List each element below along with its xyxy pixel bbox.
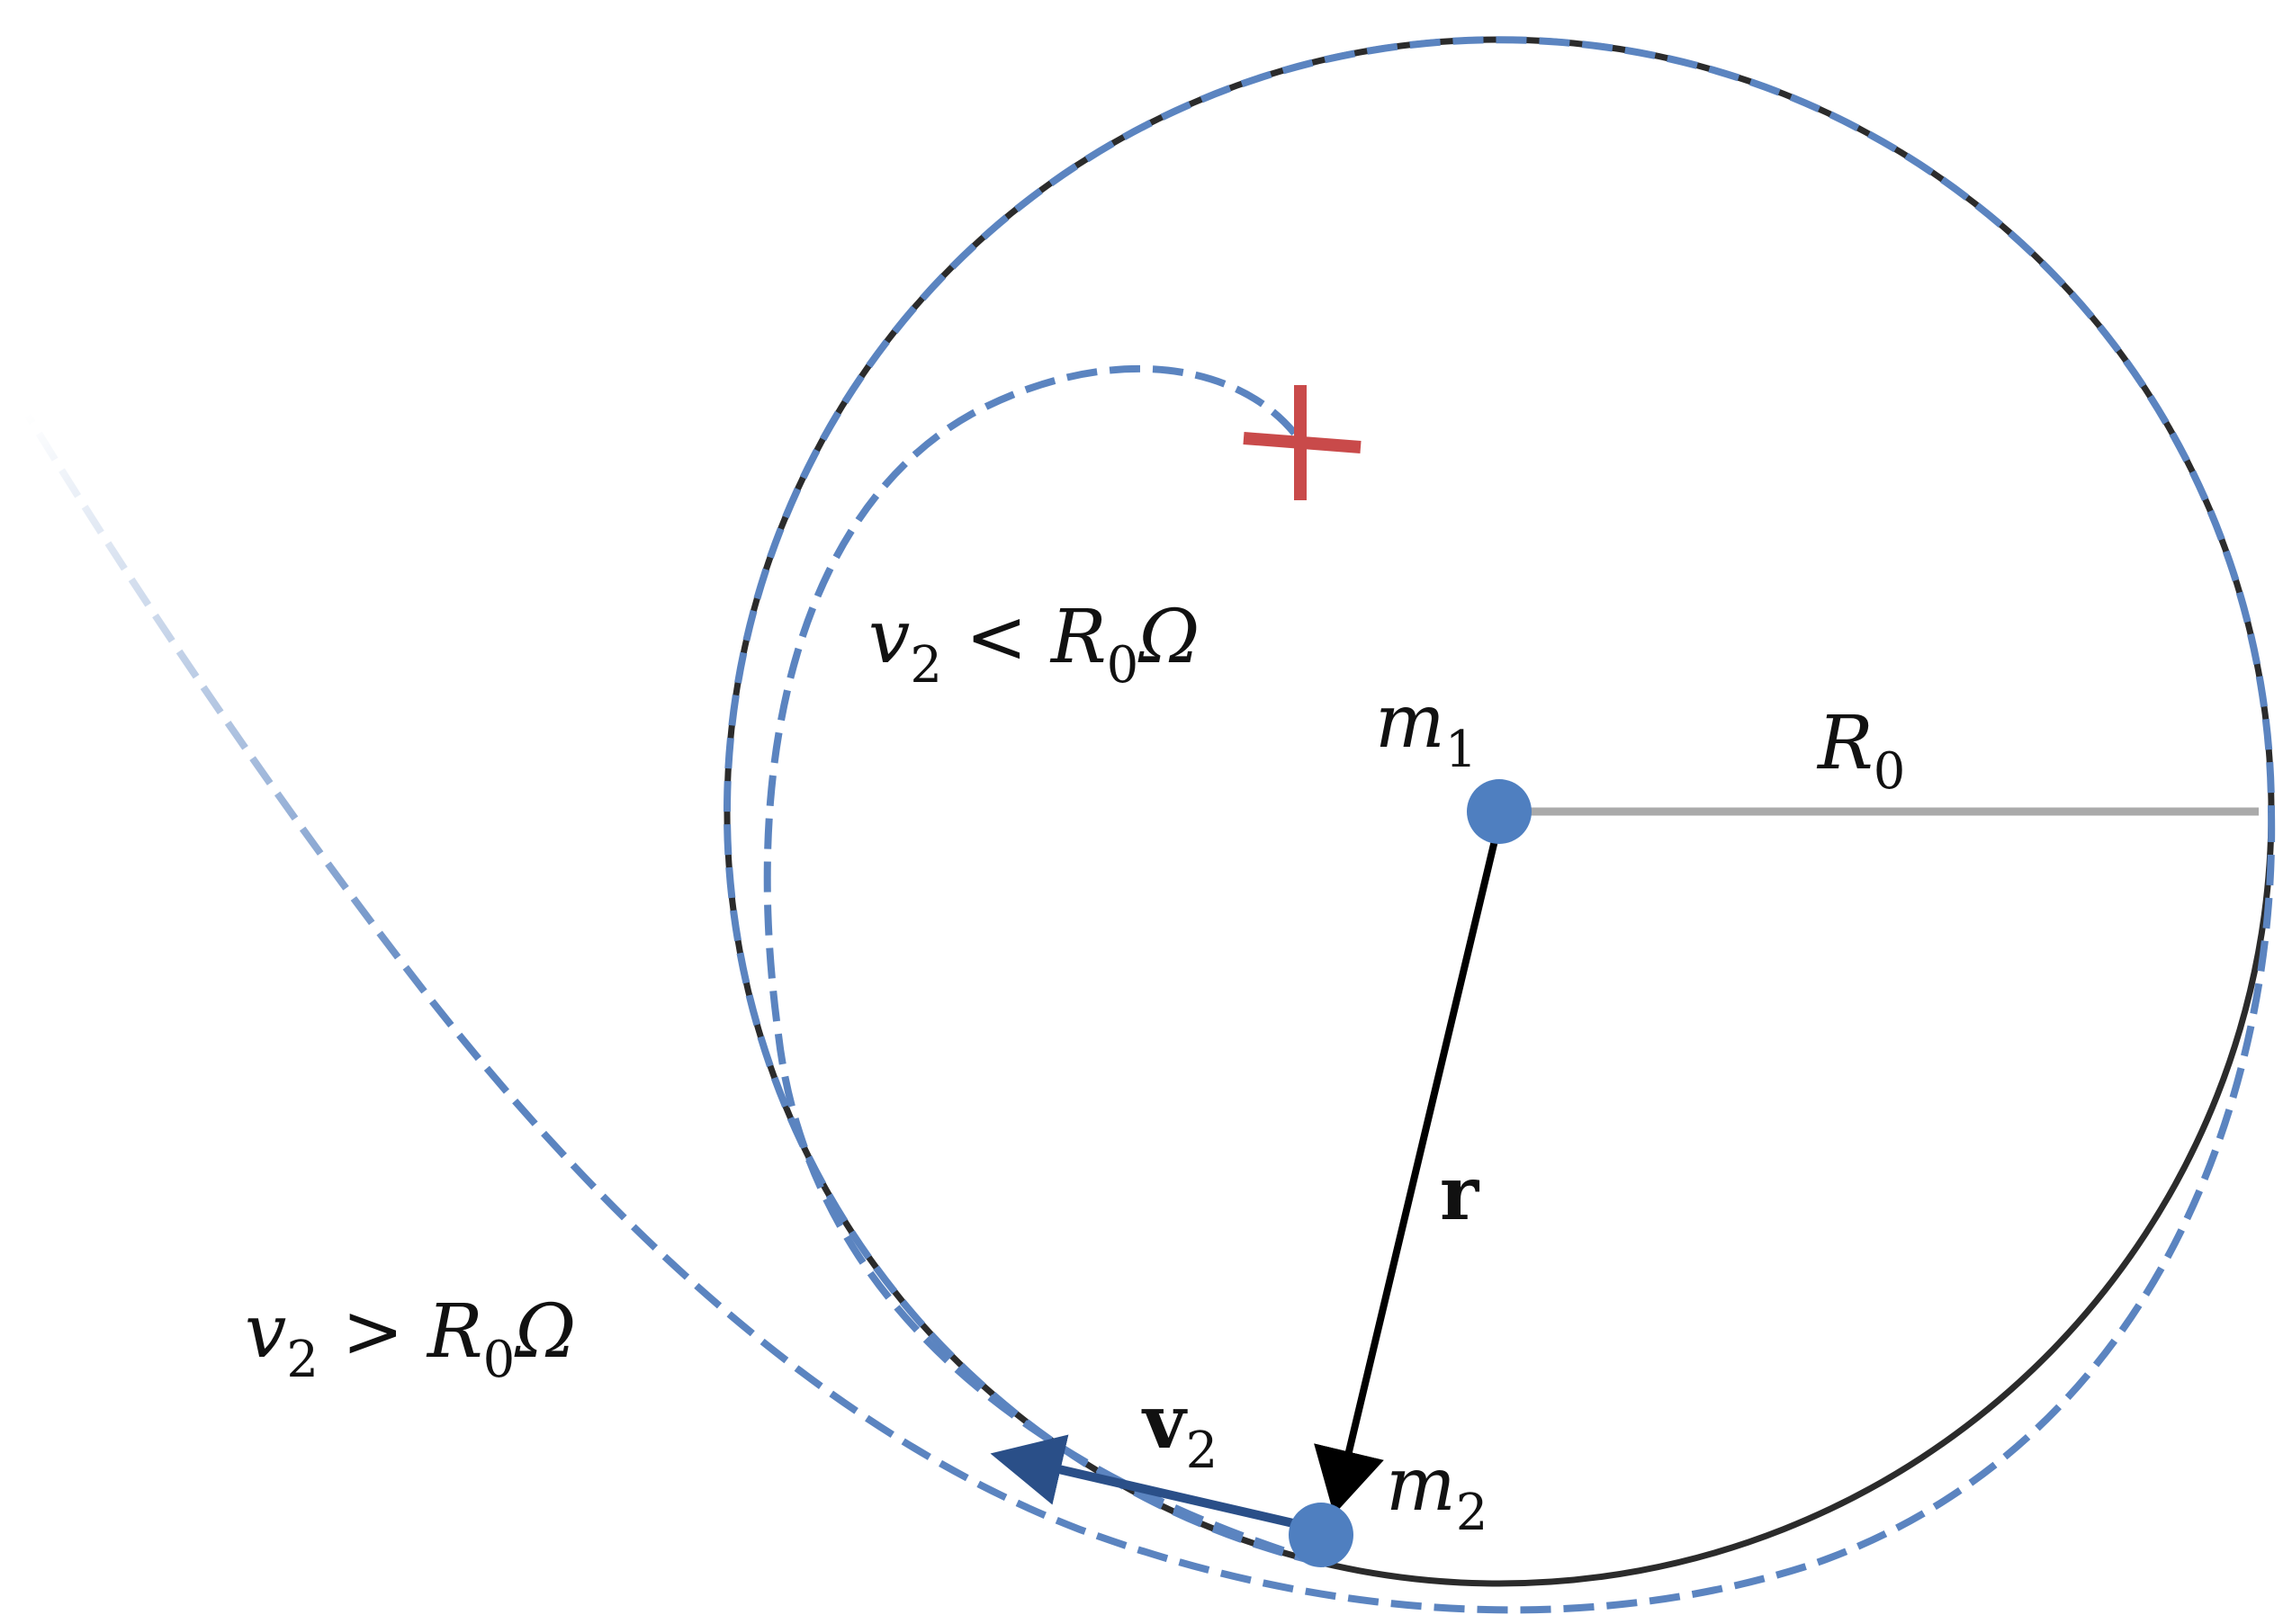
circular-orbit-dashed-overlay xyxy=(724,36,2275,1567)
position-vector-r xyxy=(1314,836,1499,1515)
label-r: r xyxy=(1440,1151,1479,1237)
label-m2: m2 xyxy=(1386,1442,1488,1542)
inward-spiral-path xyxy=(763,364,1326,1567)
label-m1: m1 xyxy=(1375,679,1478,779)
mass-m2 xyxy=(1289,1503,1353,1567)
label-R0: R0 xyxy=(1818,701,1906,801)
collision-marker-icon xyxy=(1243,385,1362,500)
outward-trajectory-path xyxy=(23,411,2276,1614)
label-v2-greater-than: v2 > R0Ω xyxy=(245,1289,577,1389)
velocity-vector-v2 xyxy=(990,1434,1307,1530)
mass-m1 xyxy=(1467,779,1532,844)
label-v2-less-than: v2 < R0Ω xyxy=(868,595,1200,695)
label-v2-vector: v2 xyxy=(1143,1379,1218,1480)
